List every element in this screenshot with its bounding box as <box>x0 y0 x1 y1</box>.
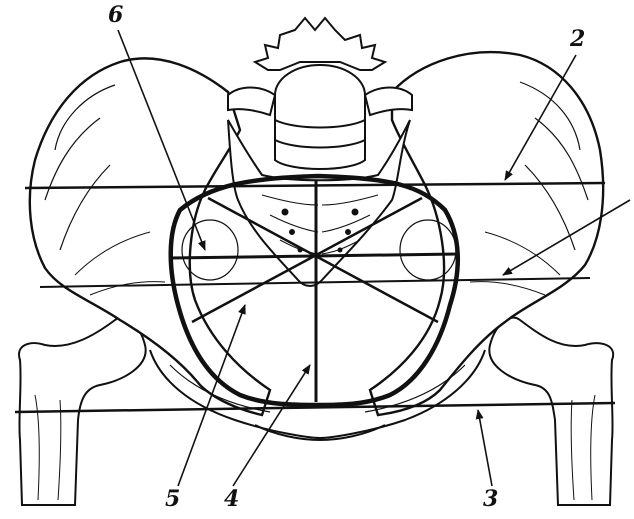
callout-label-5: 5 <box>165 488 180 510</box>
lumbar-vertebra <box>228 18 412 169</box>
callout-label-4: 4 <box>224 488 239 510</box>
callout-label-6: 6 <box>108 4 123 26</box>
right-femur <box>489 318 613 505</box>
callout-label-3: 3 <box>483 488 498 510</box>
pointer-3 <box>478 410 492 486</box>
callout-label-2: 2 <box>570 28 585 50</box>
